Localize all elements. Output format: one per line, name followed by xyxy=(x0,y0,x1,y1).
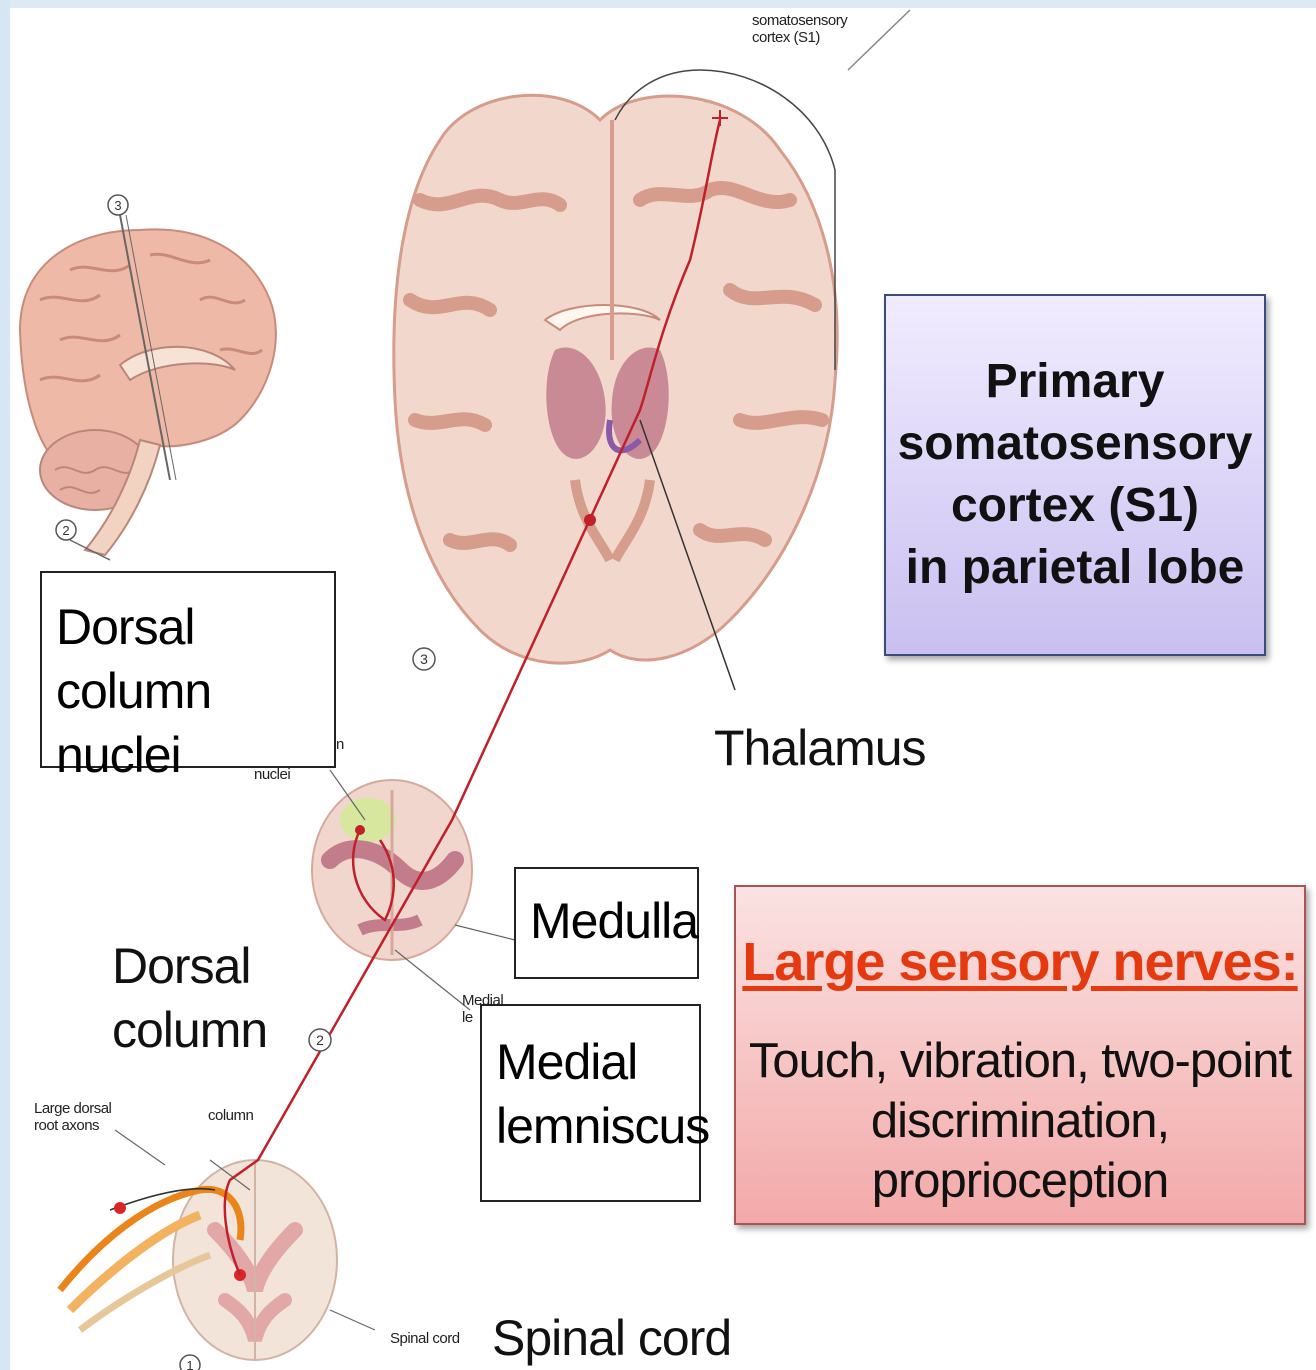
medial-lemniscus-line-2: lemniscus xyxy=(496,1094,699,1158)
small-large-dorsal-root-label: Large dorsal root axons xyxy=(34,1100,111,1134)
small-nuclei-fragment-label: n xyxy=(336,736,344,753)
large-sensory-nerves-box: Large sensory nerves: Touch, vibration, … xyxy=(734,885,1306,1225)
marker-1-spinal: 1 xyxy=(180,1355,200,1370)
medial-lemniscus-box: Medial lemniscus xyxy=(480,1004,701,1202)
medial-lemniscus-line-1: Medial xyxy=(496,1030,699,1094)
dorsal-column-nuclei-line-2: nuclei xyxy=(56,723,334,787)
primary-box-line-3: cortex (S1) xyxy=(951,475,1199,537)
primary-somatosensory-cortex-box: Primary somatosensory cortex (S1) in par… xyxy=(884,294,1266,656)
small-spinal-cord-label: Spinal cord xyxy=(390,1330,460,1347)
sagittal-brain-illustration xyxy=(20,215,276,560)
spinal-cord-section xyxy=(60,1130,375,1360)
coronal-brain-section xyxy=(394,10,910,663)
small-somatosensory-label: somatosensory cortex (S1) xyxy=(752,12,847,46)
primary-box-line-1: Primary xyxy=(986,351,1165,413)
marker-3-sagittal: 3 xyxy=(108,195,128,215)
medulla-label: Medulla xyxy=(530,889,697,953)
primary-box-line-2: somatosensory xyxy=(898,413,1253,475)
dorsal-column-label: Dorsal column xyxy=(112,934,267,1062)
spinal-cord-label: Spinal cord xyxy=(492,1306,731,1370)
dorsal-column-nuclei-box: Dorsal column nuclei xyxy=(40,571,336,768)
marker-2-medulla: 2 xyxy=(309,1029,331,1051)
marker-3-coronal: 3 xyxy=(413,648,435,670)
svg-text:3: 3 xyxy=(420,651,428,667)
large-sensory-nerves-title: Large sensory nerves: xyxy=(736,931,1304,993)
marker-2-sagittal: 2 xyxy=(56,520,76,540)
small-column-label: column xyxy=(208,1107,253,1124)
medulla-box: Medulla xyxy=(514,867,699,979)
svg-text:2: 2 xyxy=(316,1032,324,1048)
svg-text:2: 2 xyxy=(62,523,69,538)
svg-text:3: 3 xyxy=(114,198,121,213)
thalamus-label: Thalamus xyxy=(714,716,926,780)
large-sensory-nerves-description: Touch, vibration, two-point discriminati… xyxy=(736,1031,1304,1211)
primary-box-line-4: in parietal lobe xyxy=(906,537,1245,599)
dorsal-column-nuclei-line-1: Dorsal column xyxy=(56,595,334,723)
svg-text:1: 1 xyxy=(186,1358,193,1370)
